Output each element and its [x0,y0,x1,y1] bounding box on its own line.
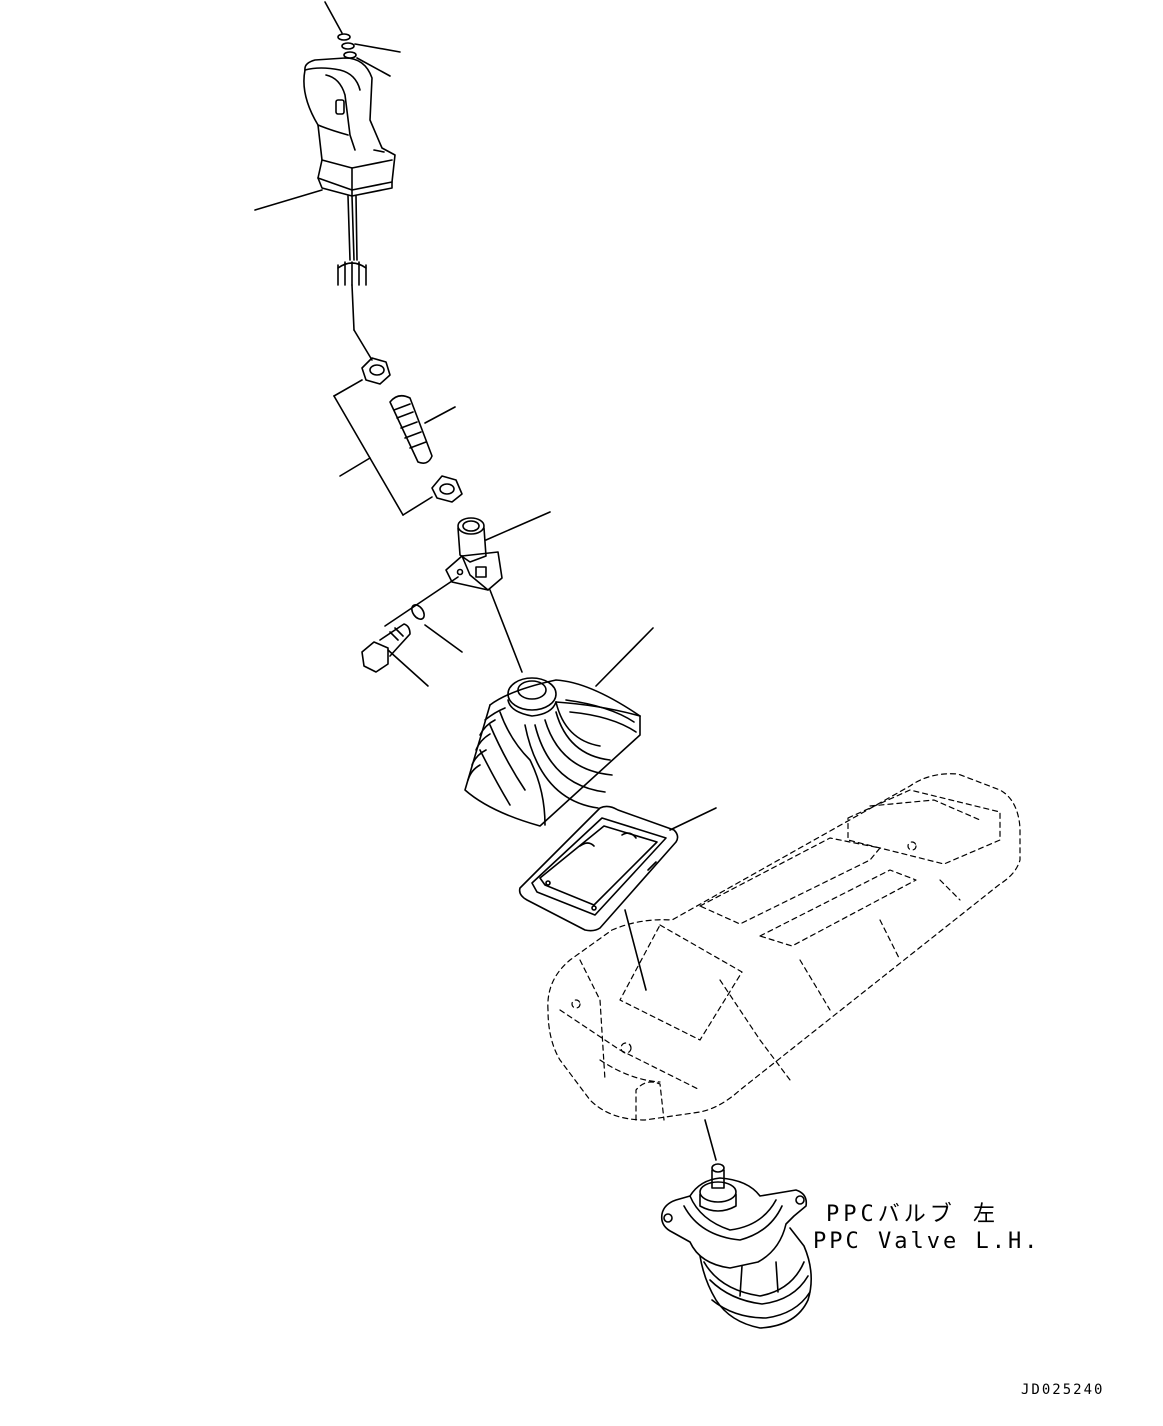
boot-frame [518,805,717,932]
top-leader-lines [324,1,401,77]
lever-grip [303,57,396,197]
shaft-to-boot-line [489,589,523,673]
rubber-boot [464,677,641,827]
grip-leader-line [254,189,323,211]
console-to-valve-line [704,1119,717,1161]
ppc-valve [660,1163,812,1329]
drawing-code: JD025240 [1021,1382,1105,1398]
boot-leader-line [595,627,654,687]
nut-upper [361,357,391,385]
grip-wire-harness [337,195,373,361]
frame-to-console-line [624,909,647,991]
ppc-valve-label-en: PPC Valve L.H. [813,1229,1041,1254]
hex-bolt [361,623,429,687]
ppc-valve-label-jp: PPCバルブ 左 [826,1202,999,1227]
nut-set-bracket [333,379,433,516]
console-cover [547,773,1021,1121]
lever-shaft [445,511,551,591]
stud-leader-line [424,406,456,424]
nut-lower [431,475,463,503]
spring-washer [411,604,463,653]
shaft-leader-line [384,576,459,627]
stud-bolt [389,394,433,464]
